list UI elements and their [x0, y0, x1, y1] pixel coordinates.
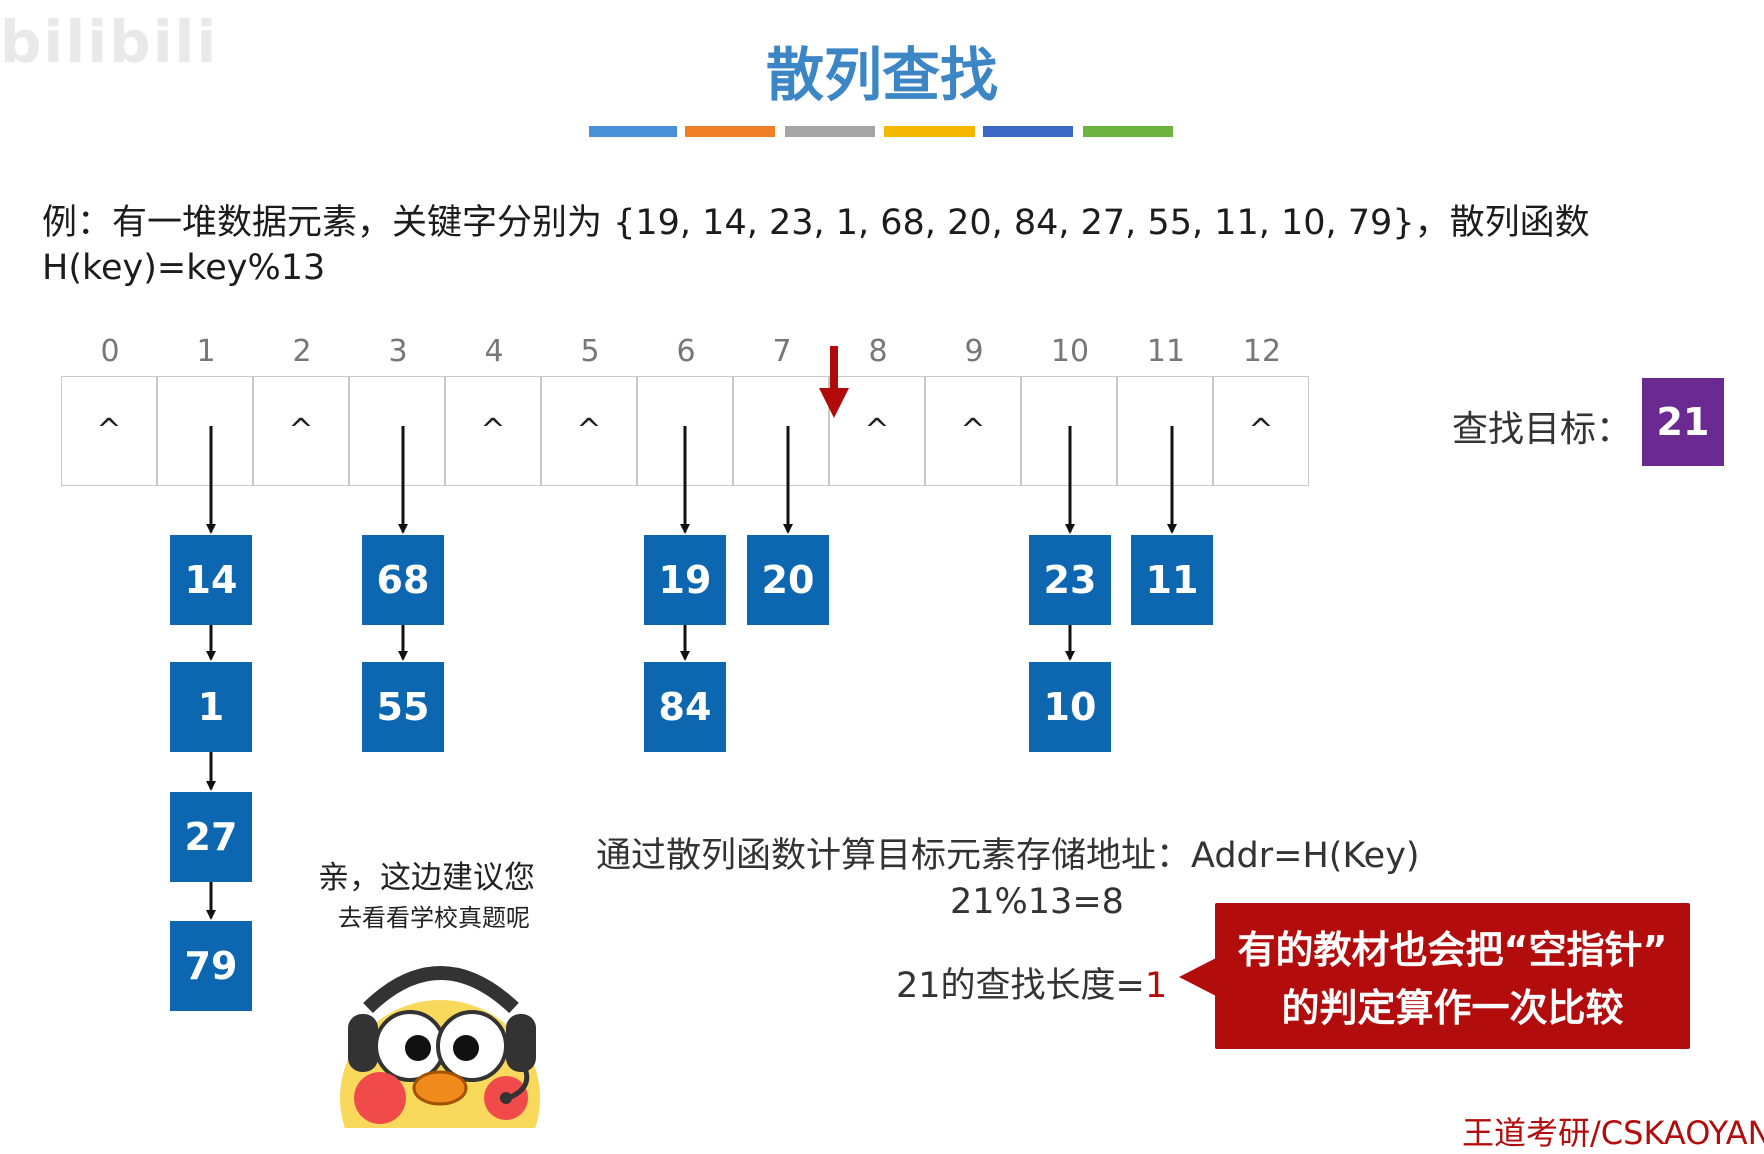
- page-title: 散列查找: [765, 41, 998, 109]
- table-index-label: 4: [484, 334, 504, 369]
- null-pointer-marker: ^: [864, 413, 890, 448]
- color-bar-segment: [685, 126, 775, 137]
- table-index-label: 11: [1146, 334, 1186, 369]
- chain-node: 10: [1029, 662, 1111, 752]
- footer-brand: 王道考研/CSKAOYAN: [1462, 1114, 1764, 1152]
- null-pointer-marker: ^: [288, 413, 314, 448]
- color-bar-segment: [589, 126, 677, 137]
- speech-line1: 亲，这边建议您: [318, 860, 535, 896]
- hash-table-slot: ^: [445, 376, 541, 486]
- table-index-label: 10: [1050, 334, 1090, 369]
- hash-table-slot: [733, 376, 829, 486]
- table-index-label: 12: [1242, 334, 1282, 369]
- color-bar-segment: [983, 126, 1073, 137]
- hash-table-slot: ^: [925, 376, 1021, 486]
- chain-node: 79: [170, 921, 252, 1011]
- pointer-arrows: [206, 346, 1177, 920]
- address-calculation: 21%13=8: [950, 882, 1124, 922]
- null-pointer-marker: ^: [1248, 413, 1274, 448]
- chain-node: 11: [1131, 535, 1213, 625]
- table-index-label: 9: [964, 334, 984, 369]
- table-index-label: 5: [580, 334, 600, 369]
- null-pointer-marker: ^: [96, 413, 122, 448]
- search-length-label: 21的查找长度=: [896, 966, 1145, 1006]
- hash-table-slot: ^: [541, 376, 637, 486]
- target-label: 查找目标：: [1452, 409, 1633, 450]
- chain-node: 84: [644, 662, 726, 752]
- bilibili-watermark: bilibili: [0, 8, 219, 76]
- hash-table-slot: [349, 376, 445, 486]
- address-formula: 通过散列函数计算目标元素存储地址：Addr=H(Key): [596, 836, 1420, 876]
- chain-node: 55: [362, 662, 444, 752]
- chain-node: 27: [170, 792, 252, 882]
- table-index-label: 8: [868, 334, 888, 369]
- chain-node: 14: [170, 535, 252, 625]
- hash-table-slot: ^: [1213, 376, 1309, 486]
- search-length-value: 1: [1144, 966, 1168, 1006]
- chain-node: 23: [1029, 535, 1111, 625]
- table-index-label: 6: [676, 334, 696, 369]
- example-description-line2: H(key)=key%13: [42, 248, 326, 288]
- table-index-label: 0: [100, 334, 120, 369]
- example-description-line1: 例：有一堆数据元素，关键字分别为 {19, 14, 23, 1, 68, 20,…: [42, 203, 1590, 243]
- hash-table-slot: ^: [61, 376, 157, 486]
- color-bar-segment: [884, 126, 975, 137]
- table-index-label: 7: [772, 334, 792, 369]
- search-pointer-head: [819, 388, 849, 418]
- null-pointer-marker: ^: [480, 413, 506, 448]
- null-pointer-marker: ^: [576, 413, 602, 448]
- color-bar-segment: [785, 126, 875, 137]
- callout-line2: 的判定算作一次比较: [1281, 986, 1624, 1030]
- table-index-label: 1: [196, 334, 216, 369]
- chain-node: 19: [644, 535, 726, 625]
- callout-note: 有的教材也会把“空指针” 的判定算作一次比较: [1215, 903, 1690, 1049]
- hash-table-slot: [157, 376, 253, 486]
- hash-table-slot: [1117, 376, 1213, 486]
- color-bar-segment: [1083, 126, 1173, 137]
- chick-mascot: [340, 966, 540, 1128]
- table-index-label: 3: [388, 334, 408, 369]
- table-index-label: 2: [292, 334, 312, 369]
- search-length: 21的查找长度=1: [896, 957, 1167, 1008]
- chain-node: 68: [362, 535, 444, 625]
- callout-tail: [1179, 958, 1216, 996]
- target-value-box: 21: [1642, 378, 1724, 466]
- hash-table-slot: ^: [253, 376, 349, 486]
- null-pointer-marker: ^: [960, 413, 986, 448]
- search-pointer-shaft: [830, 346, 838, 390]
- speech-line2: 去看看学校真题呢: [338, 904, 530, 932]
- callout-line1: 有的教材也会把“空指针”: [1237, 928, 1668, 972]
- chain-node: 1: [170, 662, 252, 752]
- chain-node: 20: [747, 535, 829, 625]
